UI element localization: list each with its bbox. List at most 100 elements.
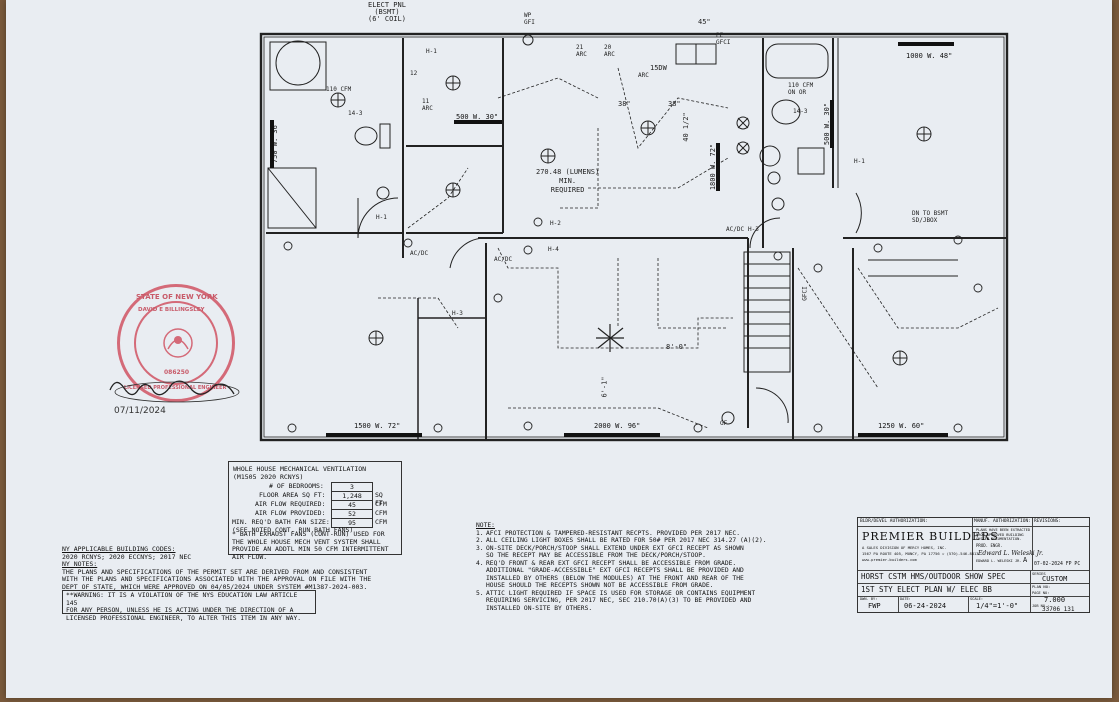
h2: H-2 (550, 220, 561, 227)
window-tag-bottom-left: 1500 W. 72" (354, 422, 401, 430)
electric-panel-note: ELECT PNL (BSMT) (6' COIL) (368, 1, 406, 23)
vent-label: MIN. REQ'D BATH FAN SIZE: (232, 518, 330, 526)
note-text: ALL CEILING LIGHT BOXES SHALL BE RATED F… (486, 537, 767, 544)
note-text: ATTIC LIGHT REQUIRED IF SPACE IS USED FO… (486, 589, 756, 612)
drawn-by-value: FWP (868, 602, 881, 610)
window-tag-kitchen: 1800 W. 72" (709, 143, 718, 191)
manuf-note: PLANS HAVE BEEN EXTRACTED FROM APPROVED … (976, 528, 1031, 541)
project-name: HORST CSTM HMS/OUTDOOR SHOW SPEC (861, 572, 1006, 581)
window-tag-top-right: 1000 W. 48" (906, 52, 953, 60)
h1-b: H-1 (376, 214, 387, 221)
window-tag-right-bath: 500 W. 30" (823, 102, 832, 146)
revision-letter: A (1023, 556, 1028, 564)
arc-12: 12 (410, 70, 418, 77)
engineer-name: EDWARD L. WELESKI JR. (976, 559, 1022, 563)
company-address: 1567 PA ROUTE 405, MUNCY, PA 17756 ☏ (57… (862, 551, 979, 556)
vent-unit: CFM (375, 500, 387, 508)
job-no-header: JOB NO.: (1032, 604, 1050, 608)
date-value: 06-24-2024 (904, 602, 947, 610)
vent-label: AIR FLOW PROVIDED: (255, 509, 326, 517)
general-notes: NOTE: 1.AFCI PROTECTION & TAMPERED-RESIS… (476, 522, 848, 612)
floor-plan-drawing (259, 32, 1009, 442)
bldr-auth-header: BLDR/DEVEL AUTHORIZATION: (860, 519, 928, 524)
warning-box: **WARNING: IT IS A VIOLATION OF THE NYS … (62, 590, 316, 622)
scale-value: 1/4"=1'-0" (976, 602, 1019, 610)
vent-row-area: FLOOR AREA SQ FT: 1,248 SQ FT (259, 491, 383, 507)
blueprint-sheet: 45" 38" 38" 40 1/2" 8'-0" 6'-1" 270.48 (… (6, 0, 1112, 698)
codes-heading: NY APPLICABLE BUILDING CODES: (62, 545, 176, 553)
arc-11: 11 ARC (422, 98, 433, 112)
vent-row-provided: AIR FLOW PROVIDED: 52 CFM (255, 509, 387, 519)
manuf-auth-header: MANUF. AUTHORIZATION: (974, 519, 1031, 524)
note-text: REQ'D FRONT & REAR EXT GFCI RECEPT SHALL… (486, 559, 744, 590)
plan-no-header: PLAN NO: (1032, 584, 1051, 589)
vent-note-1: (SEE NOTED CONT. RUN BATH FANS) (232, 526, 354, 534)
signature-icon (109, 380, 240, 403)
company-name: PREMIER BUILDERS (862, 530, 999, 543)
acdc-2: AC/DC (494, 256, 513, 263)
vent-unit: CFM (375, 518, 387, 526)
dishwasher-label: 15DW (650, 64, 667, 72)
title-block: BLDR/DEVEL AUTHORIZATION: MANUF. AUTHORI… (857, 517, 1090, 613)
dim-45: 45" (698, 18, 711, 26)
acdc-3: AC/DC (726, 226, 745, 233)
note-item: 2.ALL CEILING LIGHT BOXES SHALL BE RATED… (476, 537, 848, 545)
seal-license-type: LICENSED PROFESSIONAL ENGINEER (124, 385, 227, 391)
pe-gfci: PE GFCI (716, 32, 731, 46)
seal-inner-ring (134, 301, 218, 385)
note-item: 3.ON-SITE DECK/PORCH/STOOP SHALL EXTEND … (476, 545, 848, 560)
company-subtitle: A SALES DIVISION OF MERCY HOMES, INC. (862, 545, 947, 550)
floor-plan: 45" 38" 38" 40 1/2" 8'-0" 6'-1" 270.48 (… (258, 12, 1010, 444)
window-tag-bottom-mid: 2000 W. 96" (594, 422, 641, 430)
note-number: 4. (476, 559, 484, 567)
note-number: 5. (476, 589, 484, 597)
window-tag-bottom-right: 1250 W. 60" (878, 422, 925, 430)
vent-row-fan-size: MIN. REQ'D BATH FAN SIZE: 95 CFM (232, 518, 387, 528)
h4: H-4 (548, 246, 559, 253)
date-header: DATE: (900, 597, 911, 601)
dim-40-half: 40 1/2" (681, 112, 690, 142)
dim-38b: 38" (668, 100, 681, 108)
dim-38a: 38" (618, 100, 631, 108)
note-number: 2. (476, 537, 484, 544)
seal-state: STATE OF NEW YORK (136, 293, 218, 301)
arc-20: 20 ARC (604, 44, 615, 58)
vent-label: AIR FLOW REQUIRED: (255, 500, 326, 508)
note-item: 4.REQ'D FRONT & REAR EXT GFCI RECEPT SHA… (476, 560, 848, 590)
codes-line: 2020 RCNYS; 2020 ECCNYS; 2017 NEC (62, 552, 192, 561)
dn-to-basement: DN TO BSMT SD/JBOX (912, 210, 949, 224)
vent-label: # OF BEDROOMS: (269, 482, 324, 490)
revision-entry: 07-02-2024 FP PC (1034, 562, 1081, 567)
fan-110-cfm-right: 110 CFM ON OR (788, 82, 814, 96)
gf-label: GF (720, 420, 728, 427)
drawn-by-header: DWN. BY: (860, 597, 878, 601)
h3-b: H-3 (748, 226, 759, 233)
scale-header: SCALE: (970, 597, 983, 601)
vent-unit: SQ FT (375, 491, 383, 507)
ny-notes: THE PLANS AND SPECIFICATIONS OF THE PERM… (62, 567, 372, 591)
engineer-seal: STATE OF NEW YORK DAVID E BILLINGSLEY 08… (117, 284, 235, 402)
vent-label: FLOOR AREA SQ FT: (259, 491, 326, 499)
revisions-header: REVISIONS: (1034, 519, 1062, 524)
ventilation-title: WHOLE HOUSE MECHANICAL VENTILATION (M150… (233, 465, 367, 481)
ny-notes-heading: NY NOTES: (62, 560, 98, 568)
series-header: SERIES (1032, 571, 1046, 576)
notes-heading: NOTE: (476, 522, 495, 529)
vent-note-2: * BATH EXHAUST FANS (CONT-RUN) USED FOR … (232, 530, 389, 561)
vent-value: 95 (331, 518, 373, 528)
prod-engr-label: PROD. ENGR. (976, 543, 1003, 548)
page-no-header: PAGE NO: (1032, 591, 1050, 595)
vent-unit: CFM (375, 509, 387, 517)
circuit-14-3-b: 14-3 (793, 108, 808, 115)
window-tag-mid-left: 500 W. 30" (456, 113, 499, 121)
seal-date: 07/11/2024 (114, 406, 166, 416)
fan-110-cfm: 110 CFM (326, 86, 352, 93)
kitchen-lumens-note: 270.48 (LUMENS) MIN. REQUIRED (536, 168, 600, 194)
note-text: AFCI PROTECTION & TAMPERED-RESISTANT REC… (486, 529, 741, 537)
dim-6-1: 6'-1" (600, 376, 609, 398)
arc-mid: ARC (638, 72, 649, 79)
seal-license-number: 086250 (164, 369, 190, 376)
page-number: 7.000 (1044, 596, 1066, 604)
job-number: 33706_131 (1042, 606, 1075, 613)
series-value: CUSTOM (1042, 575, 1068, 583)
